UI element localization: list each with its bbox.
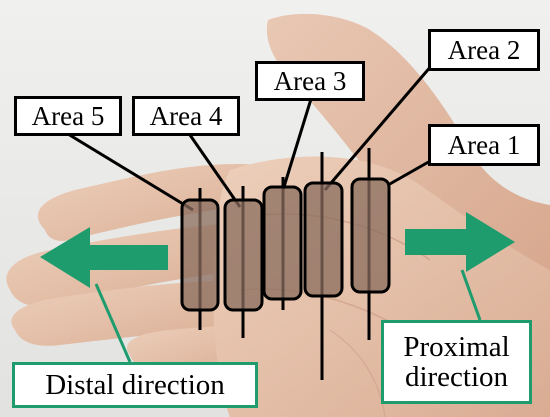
label-distal-direction: Distal direction: [12, 362, 258, 408]
electrode-area-2: [303, 181, 344, 298]
label-proximal-direction: Proximal direction: [381, 320, 532, 404]
label-distal-direction-text: Distal direction: [45, 368, 225, 401]
proximal-leader-line: [460, 269, 482, 321]
electrode-area-5: [180, 198, 220, 312]
electrode-area-3: [262, 185, 303, 301]
label-area-5: Area 5: [14, 96, 122, 136]
label-area-4-text: Area 4: [149, 100, 223, 131]
label-area-1-text: Area 1: [447, 129, 521, 160]
leader-line-area-5: [67, 132, 194, 212]
leader-line-area-2: [323, 64, 434, 191]
label-proximal-line1: Proximal: [403, 330, 510, 363]
leader-line-area-4: [188, 134, 242, 208]
label-area-2-text: Area 2: [447, 34, 521, 65]
electrodes: [180, 177, 391, 312]
arrow-right-icon: [405, 212, 515, 272]
leader-line-area-3: [281, 98, 313, 191]
label-area-5-text: Area 5: [31, 100, 105, 131]
leader-lines: [67, 64, 434, 212]
label-proximal-line2: direction: [404, 361, 509, 393]
label-area-1: Area 1: [428, 124, 540, 166]
label-area-3: Area 3: [255, 61, 365, 101]
palm-crease: [329, 329, 386, 417]
label-area-2: Area 2: [428, 29, 540, 71]
finger-1: [37, 164, 260, 241]
label-area-4: Area 4: [132, 96, 240, 136]
leader-line-area-1: [387, 158, 433, 187]
arrow-left-icon: [40, 227, 168, 288]
electrode-area-1: [350, 177, 391, 294]
label-area-3-text: Area 3: [273, 65, 347, 96]
distal-leader-line: [94, 283, 132, 363]
electrode-area-4: [223, 198, 264, 312]
